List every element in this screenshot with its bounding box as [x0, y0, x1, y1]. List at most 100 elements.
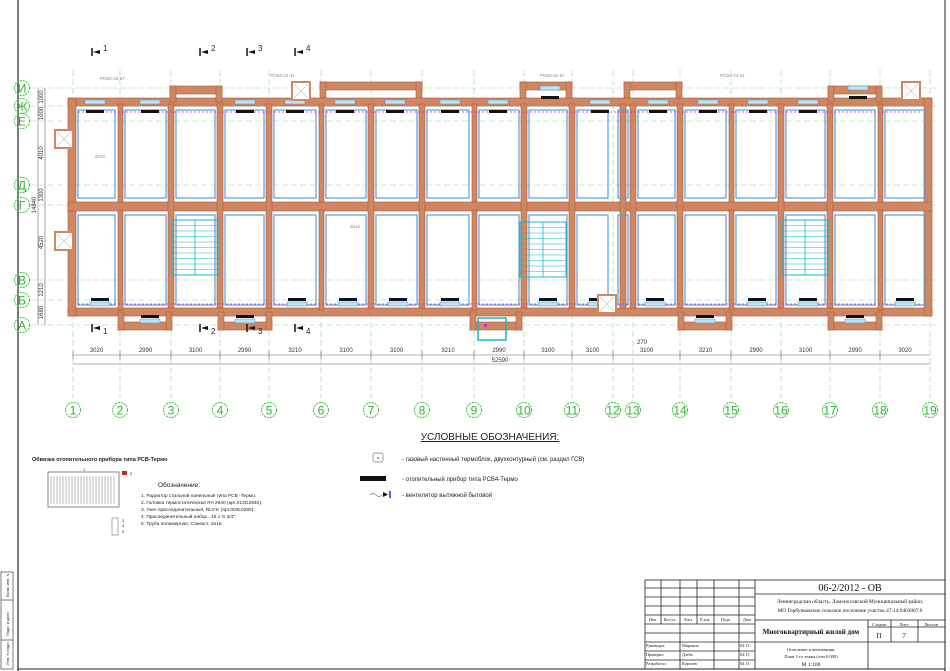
bay-wall [875, 85, 883, 103]
window [286, 301, 308, 307]
stair [171, 219, 219, 276]
bay-wall [319, 81, 327, 99]
partition-wall [728, 209, 735, 311]
location-line: МО Горбунковское сельское поселение учас… [778, 607, 923, 614]
partition-wall [318, 209, 325, 311]
column-axis-marker [516, 402, 532, 418]
column-axis-label: 16 [774, 404, 788, 418]
room-outline [478, 214, 520, 306]
radiator-icon [539, 298, 557, 301]
room-outline [224, 214, 265, 306]
entry-marker [484, 324, 487, 327]
column-axis-label: 18 [873, 404, 887, 418]
callout: 2 [130, 471, 133, 476]
title-block [644, 579, 946, 670]
vent-shaft-cross [56, 131, 72, 147]
bearing-wall [619, 103, 627, 309]
detail-title: Обвязка отопительного прибора типа РСВ-Т… [32, 456, 168, 463]
column-axis-label: 3 [168, 404, 175, 418]
bearing-wall [826, 103, 834, 309]
section-arrow-icon [201, 50, 208, 54]
partition-wall [117, 103, 124, 203]
bay-wall [827, 85, 835, 103]
column-axis-marker [313, 402, 329, 418]
column-axis-marker [414, 402, 430, 418]
window [384, 99, 406, 105]
column-axis-label: 11 [566, 404, 579, 418]
column-axis-marker [672, 402, 688, 418]
column-axis-marker [872, 402, 888, 418]
bay-wall [319, 81, 423, 91]
window [894, 301, 916, 307]
signature-name: Миронов [682, 643, 698, 648]
stage-header: Стадия [872, 622, 886, 627]
stamp-label: Инв. N подл. [5, 641, 10, 665]
room-outline [124, 214, 167, 306]
margin-stamp: Инв. N подл. Подп. и дата Взам. инв. N [0, 571, 14, 670]
dimension-label: 3100 [799, 348, 813, 354]
partition-wall [117, 209, 124, 311]
row-axis-marker [14, 292, 30, 308]
row-axis-marker [14, 113, 30, 129]
legend-item-text: - вентилятор вытяжной бытовой [402, 492, 492, 499]
radiator-drawing [47, 471, 120, 508]
radiator-icon [339, 298, 357, 301]
section-mark-label: 3 [258, 327, 263, 336]
dimension-total-label: 14840 [32, 196, 38, 213]
dimension-label: 3100 [339, 348, 353, 354]
row-axis-marker [14, 177, 30, 193]
stage-value: П [876, 632, 881, 640]
bay-wall [469, 311, 477, 331]
window [387, 301, 409, 307]
section-arrow-icon [296, 326, 303, 330]
window [84, 99, 106, 105]
object-name: Многоквартирный жилой дом [763, 628, 860, 636]
equipment-tag: РСВ4-22-41 [270, 73, 295, 78]
room-outline [273, 214, 317, 306]
dimension-label: 2990 [139, 348, 153, 354]
radiator-icon [799, 298, 817, 301]
window [439, 301, 461, 307]
stair [781, 219, 829, 276]
row-axis-label: Д [18, 179, 26, 193]
note: 4. Присоединительный набор , 16 x G 3/4"… [141, 513, 236, 520]
note: 2. Головка термостатическая RA 2940 (арт… [141, 500, 262, 506]
partition-wall [471, 103, 478, 203]
outer-wall-bottom [67, 307, 933, 317]
column-axis-marker [922, 402, 938, 418]
dimension-gap-label: 270 [637, 340, 648, 346]
equipment-tag: dn16 [350, 224, 361, 229]
project-code: 06-2/2012 - ОВ [818, 583, 882, 594]
window [139, 99, 161, 105]
radiator-icon [489, 110, 507, 113]
sheets-header: Листов [924, 622, 938, 627]
row-axis-label: И [18, 82, 27, 96]
row-axis-label: Е [18, 115, 26, 129]
dimension-total-label: 52590 [492, 358, 509, 364]
signature-role: Руководит. [646, 643, 665, 648]
room-outline [834, 214, 876, 306]
column-axis-label: 8 [419, 404, 426, 418]
window [439, 99, 461, 105]
bay-wall [677, 311, 685, 331]
scale: М 1:100 [802, 662, 821, 668]
column-axis-label: 6 [318, 404, 325, 418]
window [537, 301, 559, 307]
room-outline [528, 214, 568, 306]
radiator-icon [799, 110, 817, 113]
column-axis-marker [625, 402, 641, 418]
equipment-tag: РСВ4-22-57 [540, 73, 565, 78]
section-mark-label: 1 [103, 44, 108, 53]
sheet-title-line: План 1-го этажа (отм.0.000) [784, 654, 838, 659]
dimension-label: 2990 [848, 348, 862, 354]
column-axis-label: 17 [823, 404, 837, 418]
column-axis-marker [466, 402, 482, 418]
section-arrow-icon [93, 326, 100, 330]
entry-stair [477, 317, 507, 341]
bay-wall [265, 311, 273, 331]
bay-wall [415, 81, 423, 99]
sheet-header: Лист [899, 622, 908, 627]
room-outline [426, 214, 470, 306]
